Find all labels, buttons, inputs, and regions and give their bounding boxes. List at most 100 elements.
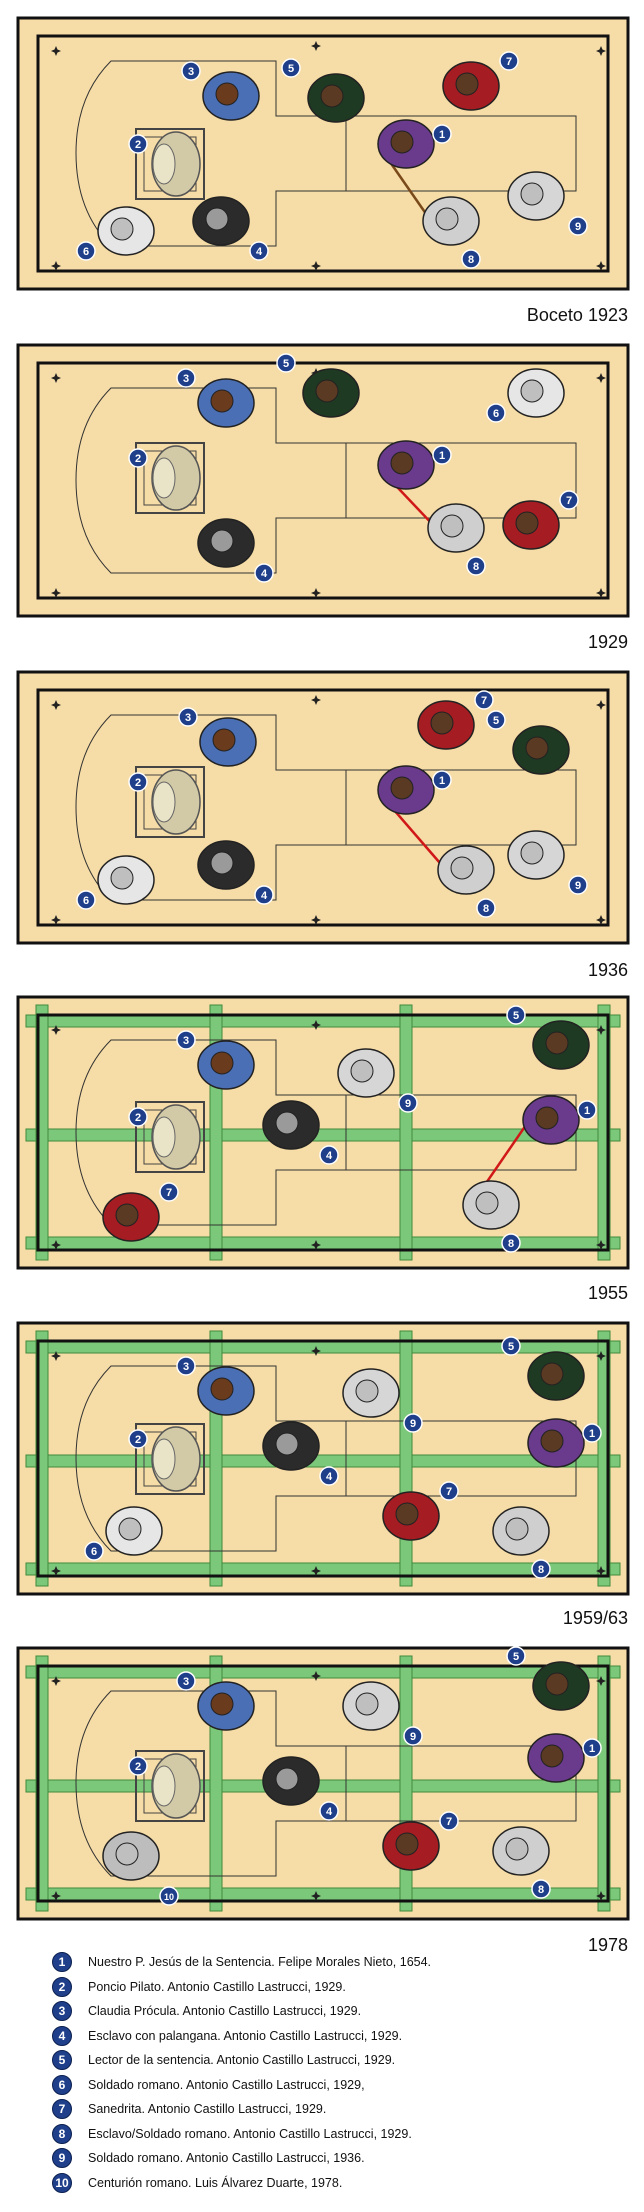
figure-head	[152, 1116, 176, 1158]
reader-figure	[302, 368, 360, 418]
legend-number-badge: 4	[52, 2025, 72, 2046]
figure-number-badge: 6	[84, 1541, 104, 1561]
figure-head	[110, 866, 134, 890]
reader-figure	[512, 725, 570, 775]
svg-text:5: 5	[493, 715, 499, 727]
figure-head	[505, 1517, 529, 1541]
figure-number-badge: 9	[403, 1726, 423, 1746]
grid-bar	[25, 1887, 621, 1901]
figure-head	[520, 379, 544, 403]
soldier-1936-figure	[507, 171, 565, 221]
figure-head	[315, 379, 339, 403]
star-icon	[596, 46, 606, 56]
grid-bar	[25, 1779, 621, 1793]
figure-number-badge: 7	[474, 690, 494, 710]
jesus-figure	[377, 765, 435, 815]
svg-text:7: 7	[506, 56, 512, 68]
star-icon	[596, 1025, 606, 1035]
figure-number-badge: 7	[439, 1811, 459, 1831]
legend-text: Soldado romano. Antonio Castillo Lastruc…	[88, 2077, 365, 2092]
throne-base	[135, 1750, 205, 1822]
jesus-figure	[377, 440, 435, 490]
svg-text:1: 1	[439, 450, 445, 462]
legend-item: 4 Esclavo con palangana. Antonio Castill…	[52, 2024, 612, 2049]
slave-soldier-figure	[427, 503, 485, 553]
svg-text:5: 5	[513, 1010, 519, 1022]
figure-number-badge: 4	[319, 1466, 339, 1486]
panel-caption: 1929	[587, 632, 628, 652]
float-board	[16, 670, 630, 945]
star-icon	[51, 46, 61, 56]
jesus-figure	[527, 1418, 585, 1468]
legend-number-badge: 7	[52, 2099, 72, 2120]
star-icon	[51, 700, 61, 710]
svg-text:1: 1	[584, 1105, 590, 1117]
centurion-figure	[102, 1831, 160, 1881]
legend-item: 10 Centurión romano. Luis Álvarez Duarte…	[52, 2171, 612, 2196]
panel-caption: 1955	[587, 1283, 628, 1303]
star-icon	[51, 1566, 61, 1576]
legend-number-badge: 10	[52, 2172, 72, 2193]
figure-number-badge: 2	[128, 1756, 148, 1776]
figure-head	[355, 1692, 379, 1716]
figure-number-badge: 8	[531, 1559, 551, 1579]
figure-number-badge: 10	[159, 1886, 179, 1906]
throne-base	[135, 766, 205, 838]
svg-text:4: 4	[326, 1150, 333, 1162]
figure-number-badge: 9	[568, 875, 588, 895]
star-icon	[596, 1891, 606, 1901]
throne-base	[135, 442, 205, 514]
legend-item: 2 Poncio Pilato. Antonio Castillo Lastru…	[52, 1975, 612, 2000]
legend-text: Soldado romano. Antonio Castillo Lastruc…	[88, 2151, 365, 2166]
legend-number-badge: 1	[52, 1952, 72, 1973]
claudia-figure	[197, 1040, 255, 1090]
star-icon	[311, 1346, 321, 1356]
svg-text:2: 2	[135, 1112, 141, 1124]
star-icon	[596, 261, 606, 271]
figure-head	[152, 1765, 176, 1807]
figure-head	[152, 781, 176, 823]
figure-head	[520, 182, 544, 206]
claudia-figure	[202, 71, 260, 121]
star-icon	[51, 1351, 61, 1361]
sanedrita-figure	[382, 1821, 440, 1871]
pilate-figure	[135, 442, 205, 514]
svg-text:1: 1	[589, 1743, 595, 1755]
legend-number-badge: 5	[52, 2050, 72, 2071]
svg-text:2: 2	[135, 1434, 141, 1446]
slave-figure	[197, 518, 255, 568]
figure-head	[205, 207, 229, 231]
float-inner-frame	[36, 1339, 610, 1578]
svg-text:9: 9	[410, 1418, 416, 1430]
figure-head	[152, 1438, 176, 1480]
platform-outline	[75, 387, 347, 574]
svg-text:1: 1	[439, 775, 445, 787]
figure-head	[115, 1203, 139, 1227]
figure-number-badge: 9	[568, 216, 588, 236]
svg-text:2: 2	[135, 453, 141, 465]
svg-text:5: 5	[508, 1341, 514, 1353]
svg-text:2: 2	[135, 777, 141, 789]
figure-number-badge: 5	[276, 353, 296, 373]
figure-number-badge: 1	[582, 1738, 602, 1758]
figure-head	[210, 1051, 234, 1075]
legend-item: 7 Sanedrita. Antonio Castillo Lastrucci,…	[52, 2097, 612, 2122]
figure-head	[275, 1111, 299, 1135]
reader-figure	[307, 73, 365, 123]
legend-item: 1 Nuestro P. Jesús de la Sentencia. Feli…	[52, 1950, 612, 1975]
grid-bar	[25, 1454, 621, 1468]
figure-number-badge: 3	[176, 1671, 196, 1691]
panel-caption: 1936	[587, 960, 628, 980]
throne-base	[135, 128, 205, 200]
svg-text:8: 8	[508, 1238, 514, 1250]
star-icon	[51, 915, 61, 925]
star-icon	[596, 588, 606, 598]
pilate-figure	[135, 1101, 205, 1173]
soldier-figure	[97, 855, 155, 905]
star-icon	[311, 588, 321, 598]
svg-text:3: 3	[185, 712, 191, 724]
figure-number-badge: 3	[176, 368, 196, 388]
